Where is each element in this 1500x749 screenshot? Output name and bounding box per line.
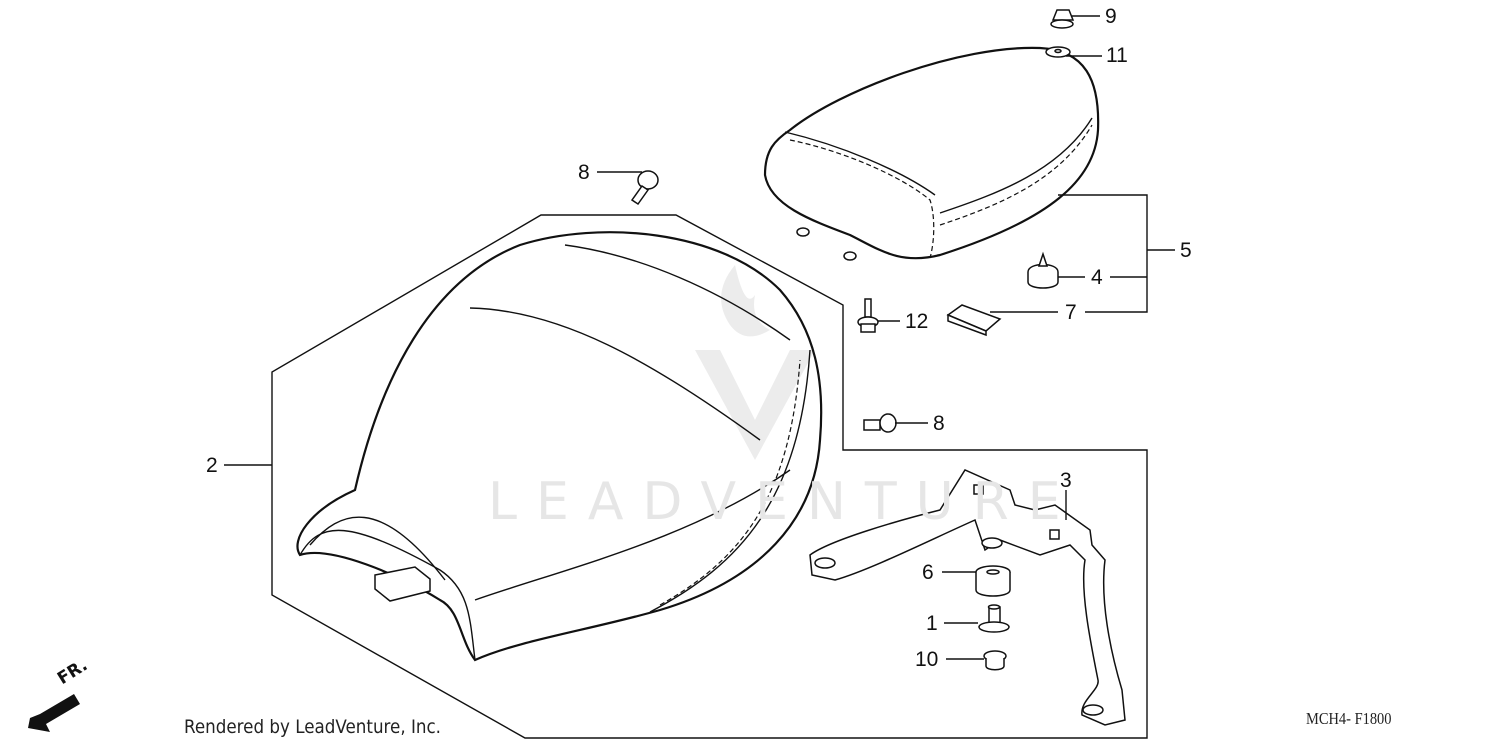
callout-12[interactable]: 12: [905, 310, 929, 333]
callout-5[interactable]: 5: [1180, 239, 1192, 262]
callout-11[interactable]: 11: [1106, 44, 1128, 67]
sponge-pad-part-7[interactable]: [946, 304, 1058, 337]
rubber-cushion-part-4[interactable]: [1027, 251, 1085, 289]
bolt-part-8-top[interactable]: [597, 170, 659, 206]
assembly-outline: [271, 214, 1148, 739]
diagram-code: MCH4- F1800: [1306, 709, 1392, 728]
render-credit: Rendered by LeadVenture, Inc.: [184, 716, 442, 738]
main-seat-drawing[interactable]: [296, 231, 823, 662]
callout-2[interactable]: 2: [206, 454, 218, 477]
callout-9[interactable]: 9: [1105, 5, 1117, 28]
callout-10[interactable]: 10: [915, 648, 939, 671]
rubber-grommet-part-6[interactable]: [942, 565, 1011, 597]
watermark-text: LEADVENTURE: [488, 472, 1080, 532]
callout-8-lower[interactable]: 8: [933, 412, 945, 435]
bolt-part-8-lower[interactable]: [863, 413, 928, 433]
seat-bracket-part-3[interactable]: [809, 469, 1126, 726]
callout-1[interactable]: 1: [926, 612, 938, 635]
callout-7[interactable]: 7: [1065, 301, 1077, 324]
callout-3[interactable]: 3: [1060, 469, 1072, 492]
flange-bolt-part-12[interactable]: [857, 298, 900, 333]
watermark-logo-icon: [695, 265, 815, 460]
callout-4[interactable]: 4: [1091, 266, 1103, 289]
collar-part-1[interactable]: [944, 604, 1010, 633]
washer-part-11[interactable]: [1045, 46, 1102, 58]
front-arrow-icon: [28, 694, 80, 732]
flange-nut-part-10[interactable]: [946, 650, 1007, 671]
callout-6[interactable]: 6: [922, 561, 934, 584]
nut-part-9[interactable]: [1050, 9, 1100, 29]
pillion-seat-drawing[interactable]: [763, 46, 1100, 261]
callout-8-top[interactable]: 8: [578, 161, 590, 184]
